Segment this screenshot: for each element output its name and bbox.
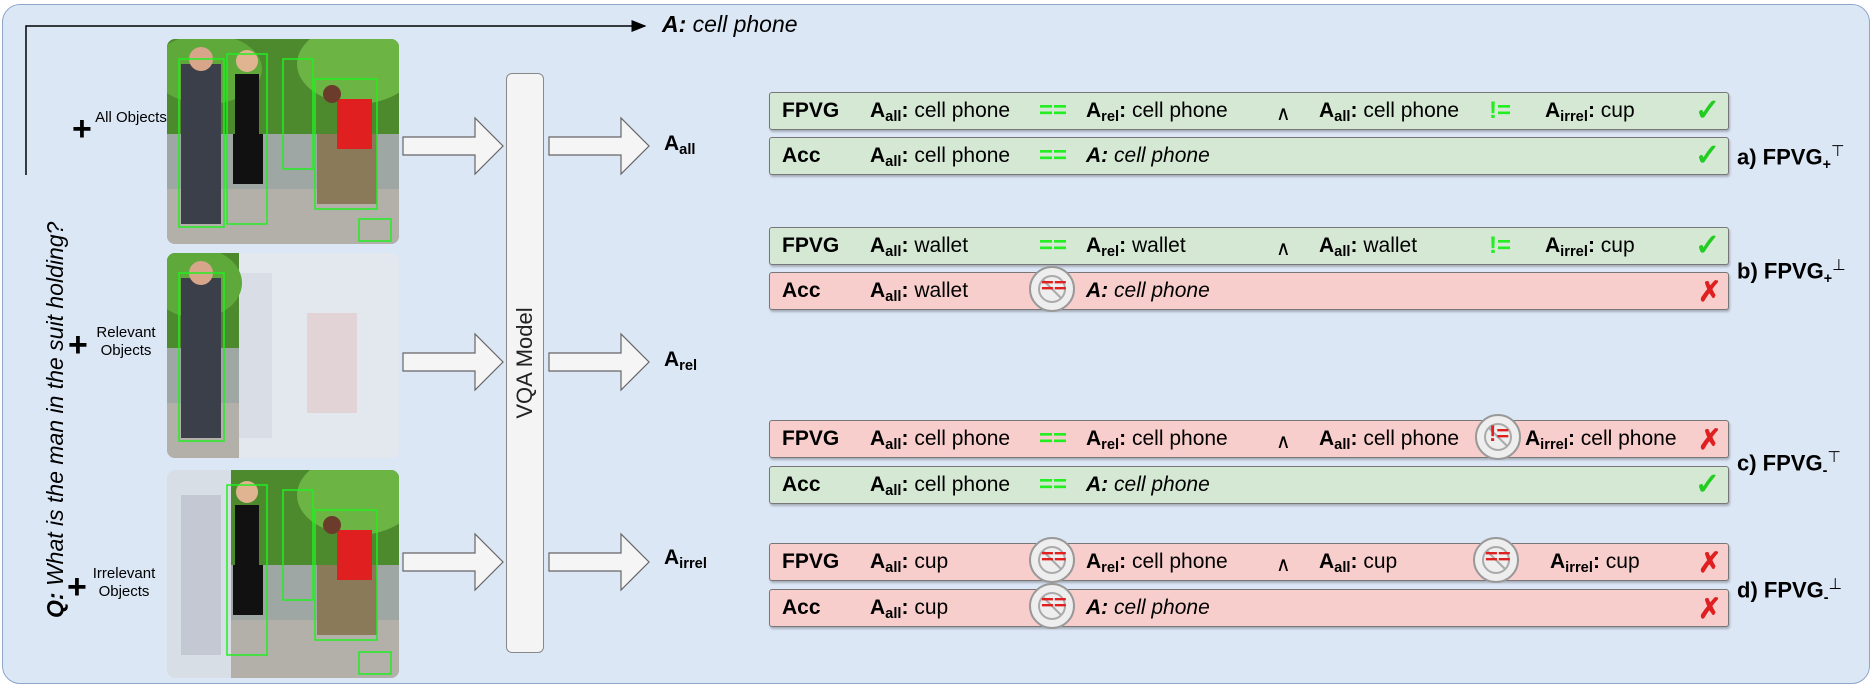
a-irrel-term: Airrel: cup [1550, 550, 1640, 577]
row-kind: FPVG [782, 234, 840, 257]
a-all-term: Aall: wallet [870, 279, 969, 306]
condition-label-irrelevant: Irrelevant Objects [92, 565, 156, 600]
row-kind: Acc [782, 279, 821, 302]
ground-truth-term: A: cell phone [1086, 279, 1210, 302]
a-all-term: Aall: cup [870, 550, 949, 577]
a-all-term: Aall: cell phone [1319, 427, 1460, 454]
a-rel-term: Arel: cell phone [1086, 99, 1228, 126]
row-kind: FPVG [782, 550, 840, 573]
input-arrow-irrelevant [402, 532, 504, 592]
row-kind: FPVG [782, 99, 840, 122]
ground-truth-answer: A: cell phone [662, 11, 798, 37]
fpvg-row-d: FPVG Aall: cup == Arel: cell phone ∧ Aal… [769, 537, 1729, 583]
forbidden-equal-icon: == [1029, 583, 1075, 629]
row-kind: Acc [782, 144, 821, 167]
check-icon: ✓ [1695, 229, 1721, 262]
check-icon: ✓ [1695, 94, 1721, 127]
equal-op: == [1039, 471, 1068, 498]
and-symbol: ∧ [1276, 431, 1291, 453]
a-irrel-term: Airrel: cell phone [1525, 427, 1677, 454]
a-irrel-term: Airrel: cup [1545, 234, 1635, 261]
fpvg-row-b: FPVG Aall: wallet == Arel: wallet ∧ Aall… [769, 227, 1729, 265]
plus-icon: + [67, 568, 87, 606]
a-all-term: Aall: cell phone [870, 473, 1011, 500]
condition-label-relevant: Relevant Objects [96, 324, 156, 359]
fpvg-row-c: FPVG Aall: cell phone == Arel: cell phon… [769, 414, 1729, 460]
output-arrow-irrelevant [548, 532, 650, 592]
acc-row-a: Acc Aall: cell phone == A: cell phone ✓ [769, 137, 1729, 175]
acc-row-c: Acc Aall: cell phone == A: cell phone ✓ [769, 466, 1729, 504]
case-label-b: b) FPVG+⊥ [1737, 257, 1846, 287]
fpvg-row-a: FPVG Aall: cell phone == Arel: cell phon… [769, 92, 1729, 130]
output-arrow-relevant [548, 332, 650, 392]
case-label-a: a) FPVG+⊤ [1737, 143, 1845, 173]
cross-icon: ✗ [1698, 276, 1722, 307]
cross-icon: ✗ [1698, 424, 1722, 455]
plus-icon: + [72, 110, 92, 148]
row-kind: FPVG [782, 427, 840, 450]
image-relevant-objects [167, 253, 399, 458]
a-rel-term: Arel: cell phone [1086, 550, 1228, 577]
output-a-all: Aall [664, 132, 696, 159]
street-photo-irrelevant [167, 470, 399, 678]
and-symbol: ∧ [1276, 554, 1291, 576]
ground-truth-term: A: cell phone [1086, 144, 1210, 167]
a-all-term: Aall: cell phone [1319, 99, 1460, 126]
row-kind: Acc [782, 596, 821, 619]
ground-truth-term: A: cell phone [1086, 596, 1210, 619]
a-all-term: Aall: cup [1319, 550, 1398, 577]
equal-op: == [1039, 425, 1068, 452]
equal-op: == [1039, 97, 1068, 124]
case-label-c: c) FPVG-⊤ [1737, 449, 1841, 479]
acc-row-b: Acc Aall: wallet == A: cell phone ✗ [769, 266, 1729, 312]
vqa-model-label: VQA Model [512, 307, 537, 419]
equal-op: == [1039, 232, 1068, 259]
not-equal-op: != [1489, 232, 1512, 259]
cross-icon: ✗ [1698, 593, 1722, 624]
a-rel-term: Arel: wallet [1086, 234, 1186, 261]
a-all-term: Aall: wallet [870, 234, 969, 261]
output-arrow-all [548, 116, 650, 176]
a-rel-term: Arel: cell phone [1086, 427, 1228, 454]
a-all-term: Aall: cell phone [870, 427, 1011, 454]
ground-truth-term: A: cell phone [1086, 473, 1210, 496]
output-a-irrel: Airrel [664, 546, 707, 573]
check-icon: ✓ [1695, 468, 1721, 501]
street-photo-relevant [167, 253, 399, 458]
check-icon: ✓ [1695, 139, 1721, 172]
plus-icon: + [68, 326, 88, 364]
input-arrow-all [402, 116, 504, 176]
forbidden-equal-icon: == [1029, 266, 1075, 312]
image-irrelevant-objects [167, 470, 399, 678]
vqa-model-box [506, 73, 544, 653]
input-arrow-relevant [402, 332, 504, 392]
acc-row-d: Acc Aall: cup == A: cell phone ✗ [769, 583, 1729, 629]
not-equal-op: != [1489, 97, 1512, 124]
case-label-d: d) FPVG-⊥ [1737, 576, 1842, 606]
street-photo-all [167, 39, 399, 244]
a-all-term: Aall: cell phone [870, 144, 1011, 171]
and-symbol: ∧ [1276, 238, 1291, 260]
a-irrel-term: Airrel: cup [1545, 99, 1635, 126]
condition-label-all: All Objects [95, 109, 167, 126]
output-a-rel: Arel [664, 348, 698, 375]
equal-op: == [1039, 142, 1068, 169]
image-all-objects [167, 39, 399, 244]
a-all-term: Aall: wallet [1319, 234, 1418, 261]
forbidden-equal-icon: == [1029, 537, 1075, 583]
cross-icon: ✗ [1698, 547, 1722, 578]
forbidden-equal-icon: == [1473, 537, 1519, 583]
forbidden-not-equal-icon: != [1475, 414, 1521, 460]
and-symbol: ∧ [1276, 103, 1291, 125]
row-kind: Acc [782, 473, 821, 496]
question-to-answer-arrow [25, 20, 647, 175]
a-all-term: Aall: cup [870, 596, 949, 623]
a-all-term: Aall: cell phone [870, 99, 1011, 126]
